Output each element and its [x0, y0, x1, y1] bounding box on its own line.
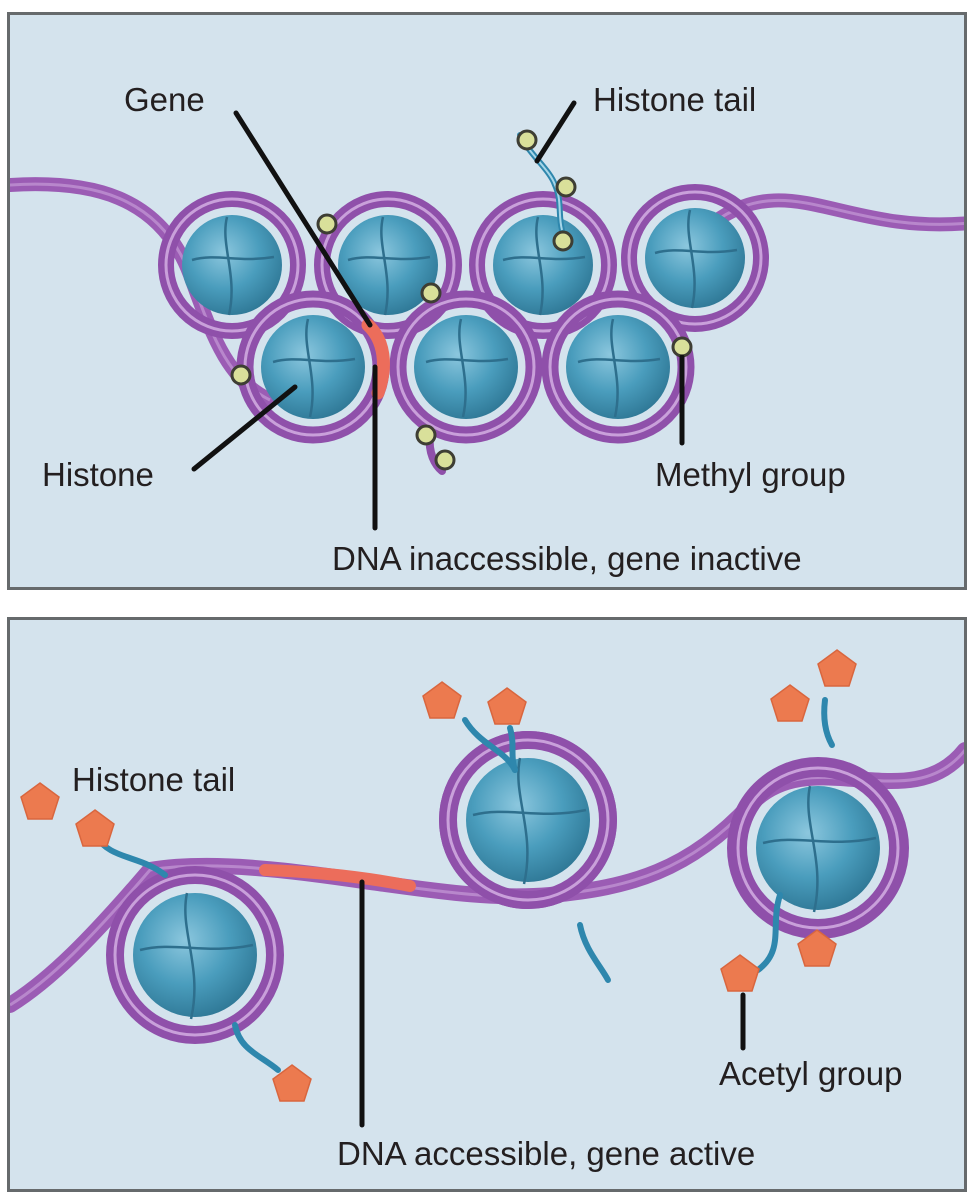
nucleosome [314, 191, 462, 339]
methyl-group-icon [420, 282, 442, 304]
methyl-group-icon [555, 176, 577, 198]
nucleosome [727, 757, 909, 939]
acetyl-group-icon [817, 649, 857, 687]
nucleosome [541, 290, 695, 444]
leader-lines [191, 100, 685, 531]
nucleosome [158, 191, 306, 339]
label-histone-tail: Histone tail [72, 761, 236, 798]
gene-segment [259, 864, 416, 892]
acetyl-group-icon [422, 681, 462, 719]
methyl-group-icon [230, 364, 252, 386]
label-histone: Histone [42, 456, 154, 493]
acetyl-group-icon [770, 684, 810, 722]
caption-gene-inactive: DNA inaccessible, gene inactive [332, 540, 802, 577]
gene-segment [361, 318, 390, 400]
nucleosome [621, 184, 769, 332]
methyl-group-icon [671, 336, 693, 358]
acetyl-group-icon [75, 809, 115, 847]
condensed-chromatin-illustration [10, 100, 964, 531]
label-gene: Gene [124, 81, 205, 118]
label-acetyl-group: Acetyl group [719, 1055, 903, 1092]
nucleosome [236, 290, 390, 444]
leader-lines [359, 879, 746, 1128]
methyl-group-icon [434, 449, 456, 471]
acetyl-group-icon [20, 782, 60, 820]
label-methyl-group: Methyl group [655, 456, 846, 493]
acetyl-group-icon [487, 687, 527, 725]
histone-tails [92, 697, 835, 1073]
open-chromatin-illustration [10, 649, 964, 1128]
label-histone-tail: Histone tail [593, 81, 757, 118]
methyl-group-icon [552, 230, 574, 252]
panel-condensed-chromatin: Gene Histone tail Histone Methyl group D… [7, 12, 967, 590]
caption-gene-active: DNA accessible, gene active [337, 1135, 756, 1172]
acetyl-group-icon [720, 954, 760, 992]
nucleosome [439, 731, 617, 909]
nucleosome [389, 290, 543, 444]
methyl-group-icon [516, 129, 538, 151]
methyl-group-icon [415, 424, 437, 446]
panel-open-chromatin: Histone tail Acetyl group DNA accessible… [7, 617, 967, 1192]
nucleosome [106, 866, 284, 1044]
methyl-groups [230, 129, 693, 471]
methyl-group-icon [316, 213, 338, 235]
